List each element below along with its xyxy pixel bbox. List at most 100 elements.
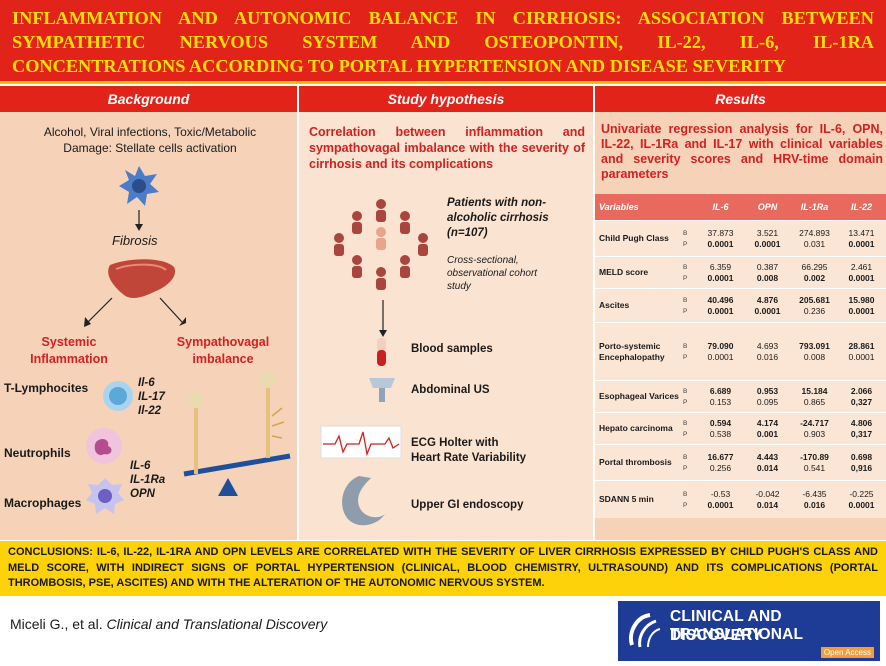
b-value: 6.689 xyxy=(709,385,732,396)
b-value: 793.091 xyxy=(799,340,830,351)
p-value: 0.0001 xyxy=(707,272,734,283)
p-label: P xyxy=(683,464,688,472)
p-value: 0.031 xyxy=(803,238,826,249)
macrophage-icon xyxy=(86,478,124,514)
b-value: 2.461 xyxy=(850,261,873,272)
b-value: 2.066 xyxy=(850,385,873,396)
p-value: 0.0001 xyxy=(848,272,875,283)
b-value: 4.876 xyxy=(756,294,779,305)
p-value: 0.002 xyxy=(803,272,826,283)
b-value: 15.980 xyxy=(848,294,875,305)
neutrophil-icon xyxy=(86,428,122,464)
p-value: 0.001 xyxy=(756,428,779,439)
row-variable: Ascites xyxy=(599,300,630,310)
p-label: P xyxy=(683,501,688,509)
b-value: 16.677 xyxy=(707,451,734,462)
b-value: -0.042 xyxy=(755,488,780,499)
step-ecg-holter: ECG Holter with Heart Rate Variability xyxy=(411,436,526,466)
p-value: 0.016 xyxy=(803,499,826,510)
t-lymphocyte-icon xyxy=(103,381,133,411)
ecg-icon xyxy=(320,425,402,459)
p-value: 0.541 xyxy=(803,462,826,473)
p-value: 0,317 xyxy=(850,428,873,439)
column-header: IL-6 xyxy=(712,201,729,212)
p-label: P xyxy=(683,398,688,406)
column-header: IL-22 xyxy=(850,201,872,212)
seesaw-balance-icon xyxy=(183,372,291,496)
systemic-inflammation-label: Systemic Inflammation xyxy=(14,334,124,368)
step-upper-gi-endoscopy: Upper GI endoscopy xyxy=(411,499,524,511)
b-value: 15.184 xyxy=(801,385,828,396)
row-variable: MELD score xyxy=(599,267,649,277)
results-header: Results xyxy=(595,86,886,112)
design-line-3: study xyxy=(447,281,471,292)
hypothesis-illustration xyxy=(320,199,428,526)
journal-mark-icon xyxy=(629,613,661,648)
logo-line-2: DISCOVERY xyxy=(670,627,763,644)
cytokine: Il-22 xyxy=(138,405,162,417)
p-label: P xyxy=(683,307,688,315)
ultrasound-probe-icon xyxy=(369,378,395,402)
b-label: B xyxy=(683,296,688,304)
b-value: 4.443 xyxy=(756,451,779,462)
title-line-1: Inflammation and autonomic balance in ci… xyxy=(12,8,874,28)
p-value: 0.0001 xyxy=(848,499,875,510)
symp-line-1: Sympathovagal xyxy=(176,335,270,349)
b-value: 4.174 xyxy=(756,417,779,428)
column-header: OPN xyxy=(757,201,778,212)
footer: Miceli G., et al. Clinical and Translati… xyxy=(0,596,886,666)
p-value: 0.0001 xyxy=(707,305,734,316)
b-value: -0.225 xyxy=(849,488,874,499)
title-line-3: concentrations according to portal hyper… xyxy=(12,56,786,76)
symp-line-2: imbalance xyxy=(192,352,254,366)
p-value: 0.0001 xyxy=(707,238,734,249)
p-value: 0.865 xyxy=(803,396,826,407)
patients-label: Patients with non- alcoholic cirrhosis (… xyxy=(447,196,587,241)
b-value: 4.806 xyxy=(850,417,873,428)
row-variable: SDANN 5 min xyxy=(599,494,654,504)
stellate-cell-icon xyxy=(119,166,159,206)
p-value: 0.903 xyxy=(803,428,826,439)
b-value: 0.387 xyxy=(756,261,779,272)
p-value: 0.153 xyxy=(709,396,732,407)
stomach-icon xyxy=(342,476,385,526)
p-value: 0.095 xyxy=(756,396,779,407)
b-value: 40.496 xyxy=(707,294,734,305)
design-line-2: observational cohort xyxy=(447,268,538,279)
step-ecg-line-2: Heart Rate Variability xyxy=(411,452,527,464)
b-value: 13.471 xyxy=(848,227,875,238)
journal-logo[interactable]: CLINICAL AND TRANSLATIONAL DISCOVERY Ope… xyxy=(618,601,880,661)
neutro-cytokines: IL-6 IL-1Ra OPN xyxy=(130,459,165,501)
t-lymph-cytokines: Il-6 IL-17 Il-22 xyxy=(138,376,165,418)
poster-title: Inflammation and autonomic balance in ci… xyxy=(0,0,886,84)
conclusions-box: CONCLUSIONS: IL-6, IL-22, IL-1RA AND OPN… xyxy=(0,541,886,596)
cytokine: OPN xyxy=(130,488,155,500)
neutrophils-label: Neutrophils xyxy=(4,446,71,460)
b-value: 0.698 xyxy=(850,451,873,462)
p-value: 0.538 xyxy=(709,428,732,439)
cytokine: IL-17 xyxy=(138,391,165,403)
b-value: 66.295 xyxy=(801,261,828,272)
p-value: 0.0001 xyxy=(707,499,734,510)
step-abdominal-us: Abdominal US xyxy=(411,384,490,396)
